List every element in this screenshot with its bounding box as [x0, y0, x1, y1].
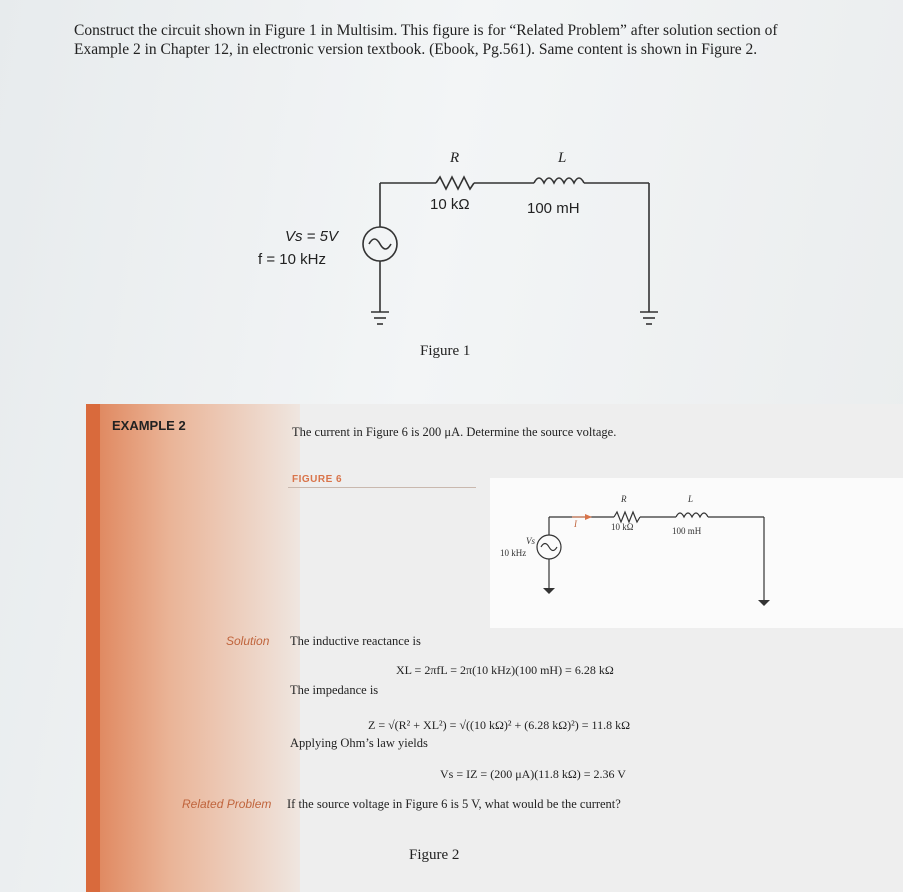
figure2-caption: Figure 2 — [409, 847, 460, 863]
solution-line2: The impedance is — [290, 683, 379, 697]
fig1-sine-icon — [368, 238, 392, 250]
fig1-l-value: 100 mH — [527, 200, 580, 217]
fig1-inductor — [533, 177, 585, 185]
example-label: EXAMPLE 2 — [112, 418, 186, 433]
fig1-f-label: f = 10 kHz — [258, 251, 326, 268]
figure6-label: FIGURE 6 — [292, 474, 343, 485]
figure1-schematic — [362, 175, 658, 325]
fig6-ground-left-icon — [543, 588, 555, 594]
figure6-schematic — [536, 510, 770, 606]
fig6-vs-label: Vs — [526, 536, 535, 546]
intro-paragraph: Construct the circuit shown in Figure 1 … — [74, 22, 778, 58]
textbook-accent-bar — [86, 404, 100, 892]
fig6-current-label: I — [574, 519, 577, 529]
figure1-caption: Figure 1 — [420, 343, 471, 359]
fig6-l-symbol: L — [688, 494, 694, 504]
fig6-resistor — [613, 510, 641, 524]
fig1-vs-label: Vs = 5V — [285, 228, 338, 245]
equation-ohms-law: Vs = IZ = (200 μA)(11.8 kΩ) = 2.36 V — [440, 767, 626, 781]
fig1-l-symbol: L — [558, 150, 567, 166]
fig1-r-value: 10 kΩ — [430, 196, 470, 213]
solution-line1: The inductive reactance is — [290, 634, 421, 648]
fig6-r-symbol: R — [621, 494, 627, 504]
fig6-freq-label: 10 kHz — [500, 548, 527, 558]
fig6-current-arrow-icon — [585, 514, 592, 520]
example-problem: The current in Figure 6 is 200 μA. Deter… — [292, 425, 617, 439]
equation-impedance: Z = √(R² + XL²) = √((10 kΩ)² + (6.28 kΩ)… — [368, 718, 631, 732]
fig6-r-value: 10 kΩ — [611, 522, 634, 532]
solution-label: Solution — [226, 634, 270, 648]
related-problem-text: If the source voltage in Figure 6 is 5 V… — [287, 797, 621, 811]
fig6-l-value: 100 mH — [672, 526, 702, 536]
fig6-sine-icon — [540, 542, 558, 552]
fig1-resistor — [435, 175, 475, 191]
fig1-r-symbol: R — [450, 150, 460, 166]
related-problem-label: Related Problem — [182, 797, 272, 811]
equation-reactance: XL = 2πfL = 2π(10 kHz)(100 mH) = 6.28 kΩ — [396, 663, 614, 677]
fig6-inductor — [675, 512, 709, 519]
fig6-ground-right-icon — [758, 600, 770, 606]
solution-line3: Applying Ohm’s law yields — [290, 736, 428, 750]
